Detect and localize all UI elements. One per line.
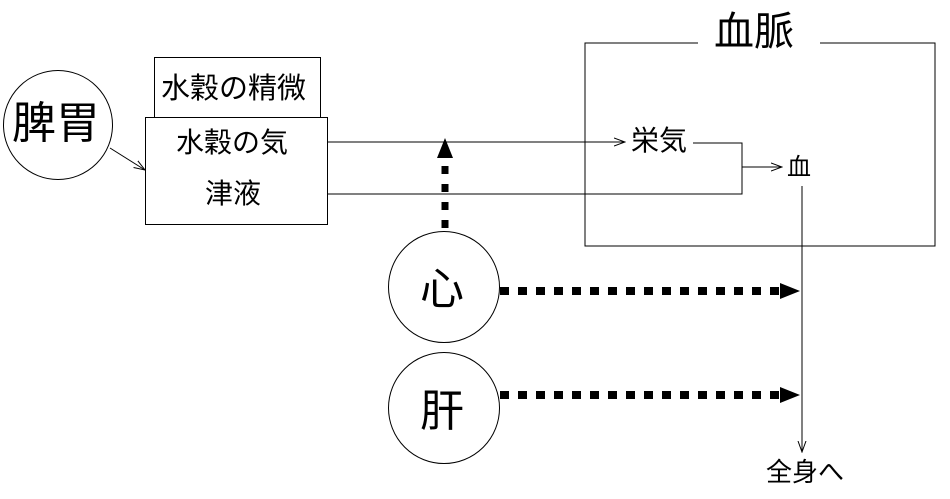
liver-label: 肝 (420, 386, 464, 437)
to-whole-body-label: 全身へ (766, 458, 845, 488)
essence-label: 水穀の精微 (161, 71, 307, 105)
vessels-frame (584, 42, 936, 247)
dotted-heart-right-arrowhead (780, 283, 800, 299)
liver-node (388, 352, 500, 464)
grain-qi-label: 水穀の気 (176, 126, 289, 159)
arrow-spleen-to-box (109, 147, 145, 170)
dotted-liver-right-arrowhead (780, 387, 800, 403)
dotted-heart-up-arrowhead (437, 138, 453, 158)
heart-node (388, 231, 500, 343)
spleen-stomach-node (3, 70, 113, 180)
vessels-title: 血脈 (714, 9, 794, 55)
line-body-fluids-to-junction (305, 142, 743, 195)
body-fluids-label: 津液 (205, 177, 262, 210)
blood-label: 血 (787, 153, 811, 181)
spleen-stomach-label: 脾胃 (12, 98, 100, 149)
heart-label: 心 (420, 264, 464, 315)
grain-qi-fluids-box (145, 117, 328, 225)
nutrient-qi-label: 栄気 (631, 124, 688, 157)
